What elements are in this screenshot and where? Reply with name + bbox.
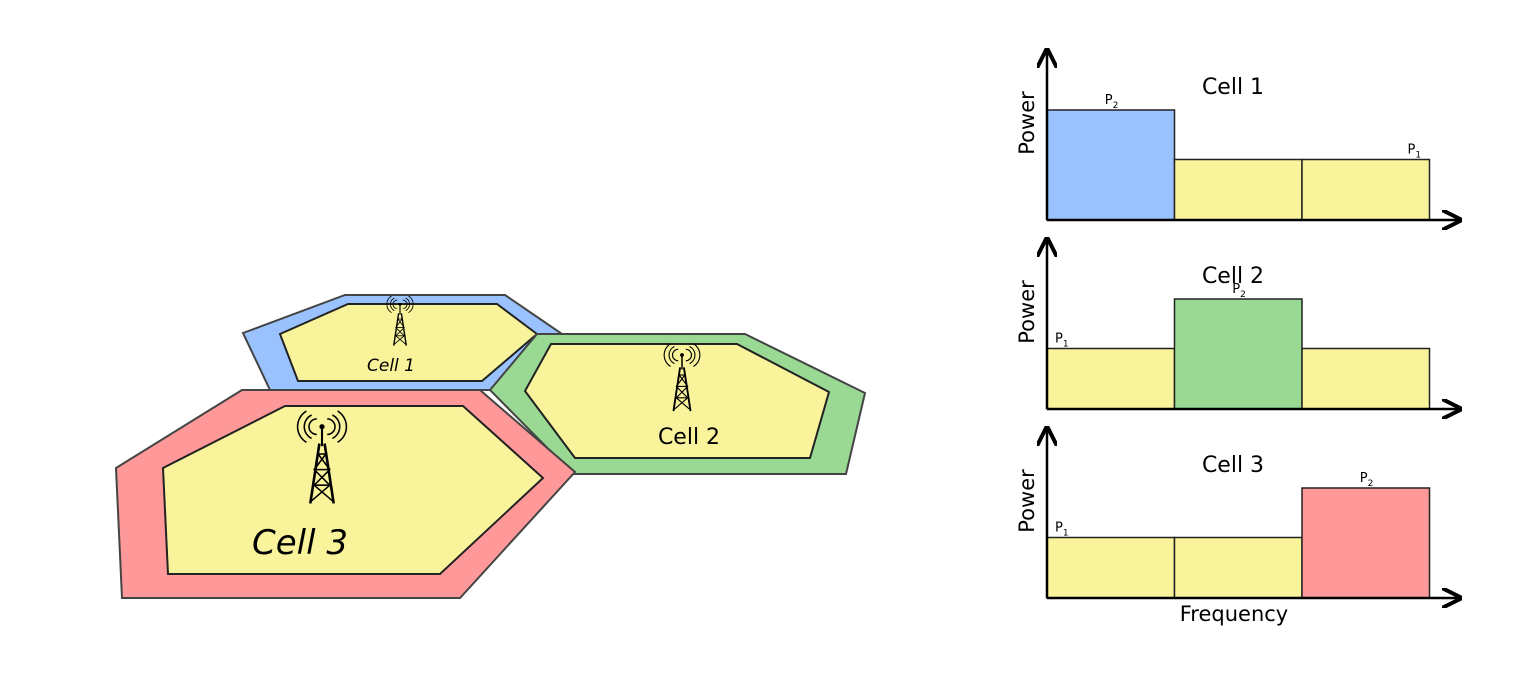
power-level-subscript: 1 [1063,529,1069,539]
y-axis-label: Power [1015,280,1039,344]
cell-2-hexagon: Cell 2 [488,333,867,475]
power-bar [1173,298,1303,410]
y-axis-label: Power [1015,469,1039,533]
power-bar [1301,347,1431,410]
power-level-subscript: 2 [1113,101,1119,111]
power-level-label: P1 [1408,143,1422,161]
power-level-subscript: 1 [1415,151,1421,161]
power-bar [1046,347,1176,410]
power-bar [1046,536,1176,599]
power-level-subscript: 2 [1240,290,1246,300]
power-bar [1173,536,1303,599]
power-bar [1301,158,1431,221]
x-axis-label: Frequency [1180,602,1289,626]
power-bar [1046,109,1176,221]
cell-2-label: Cell 2 [658,425,720,450]
cell-1-label: Cell 1 [367,356,415,376]
cell-1-hexagon: Cell 1 [241,294,564,391]
power-level-subscript: 1 [1063,340,1069,350]
power-level-label: P1 [1055,332,1069,350]
power-level-label: P2 [1105,93,1119,111]
power-level-subscript: 2 [1368,479,1374,489]
chart-title: Cell 1 [1202,75,1264,100]
chart-title: Cell 2 [1202,264,1264,289]
cell-3-hexagon: Cell 3 [114,389,577,599]
cell-1-center-zone [278,303,539,382]
power-level-label: P2 [1360,471,1374,489]
chart-title: Cell 3 [1202,453,1264,478]
cell-2-center-zone [523,343,831,459]
power-bar [1173,158,1303,221]
power-bar [1301,487,1431,599]
cell-3-label: Cell 3 [252,523,348,563]
y-axis-label: Power [1015,91,1039,155]
power-level-label: P1 [1055,521,1069,539]
cell-3-center-zone [161,405,545,575]
